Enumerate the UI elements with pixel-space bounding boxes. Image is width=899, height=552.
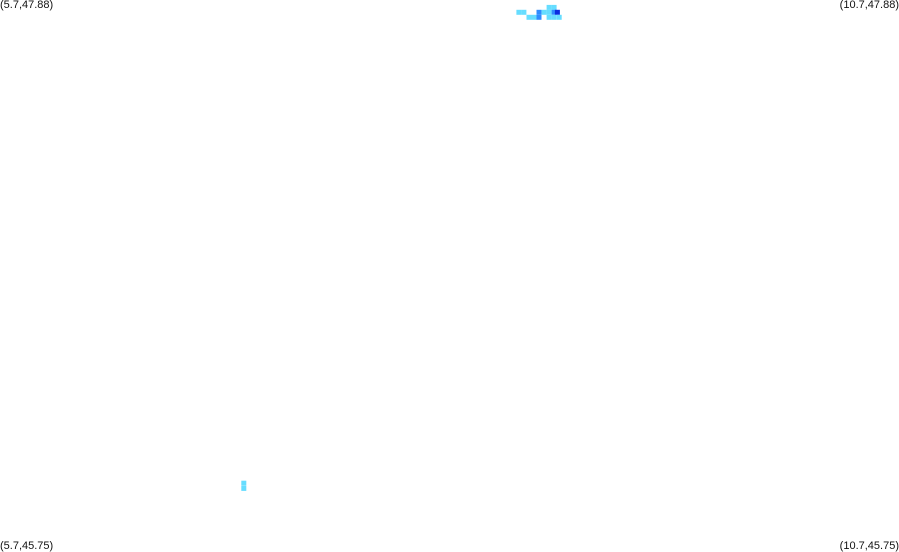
heatmap-cell <box>551 14 557 20</box>
heatmap-cells <box>241 4 562 491</box>
heatmap-cell <box>546 4 552 10</box>
heatmap-cell <box>241 485 247 491</box>
heatmap-cell <box>536 14 542 20</box>
heatmap-cell <box>554 9 560 15</box>
heatmap-cell <box>516 9 522 15</box>
corner-label-top-left: (5.7,47.88) <box>0 0 54 11</box>
heatmap-cell <box>541 9 547 15</box>
heatmap-cell <box>556 14 562 20</box>
heatmap-cell <box>526 14 532 20</box>
heatmap-cell <box>521 9 527 15</box>
heatmap-cell <box>551 4 557 10</box>
heatmap-cell <box>546 14 552 20</box>
heatmap-cell <box>546 9 552 15</box>
heatmap-cell <box>536 9 542 15</box>
corner-label-top-right: (10.7,47.88) <box>839 0 899 11</box>
heatmap-cell <box>551 9 557 15</box>
heatmap-cell <box>531 14 537 20</box>
heatmap-cell <box>241 480 247 486</box>
corner-label-bottom-left: (5.7,45.75) <box>0 540 54 552</box>
corner-label-bottom-right: (10.7,45.75) <box>839 540 899 552</box>
